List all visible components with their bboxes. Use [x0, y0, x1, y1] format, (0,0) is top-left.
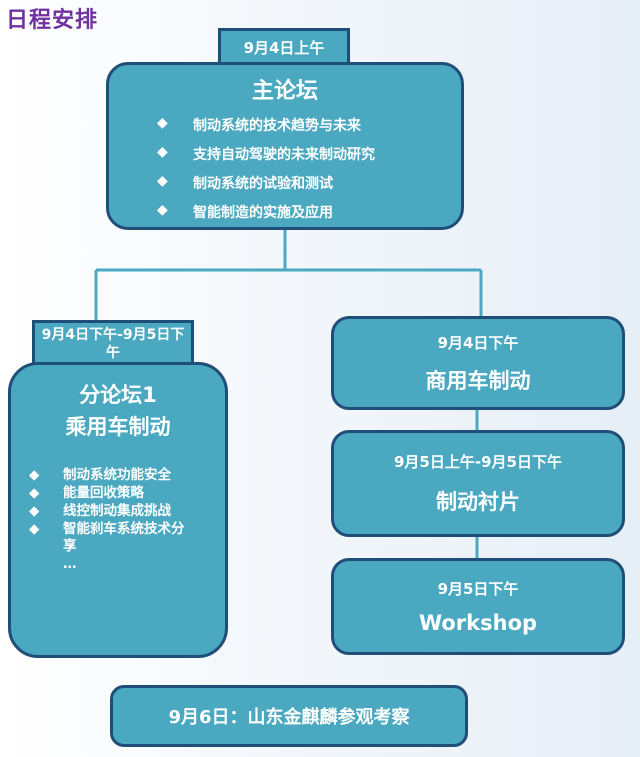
diamond-bullet-icon: ◆ [29, 485, 40, 501]
site-visit-text: 9月6日：山东金麒麟参观考察 [168, 707, 410, 728]
sub-forum-1-date: 9月4日下午-9月5日下午 [41, 327, 185, 361]
sub-forum-1-list: ◆ 制动系统功能安全 ◆ 能量回收策略 ◆ 线控制动集成挑战 ◆ 智能刹车系统技… [29, 467, 189, 573]
diamond-bullet-icon: ◆ [157, 202, 168, 218]
sub-forum-1-item: ◆ 智能刹车系统技术分享 [29, 521, 185, 554]
main-forum-box: 主论坛 ◆ 制动系统的技术趋势与未来 ◆ 支持自动驾驶的未来制动研究 ◆ 制动系… [106, 62, 464, 230]
diamond-bullet-icon: ◆ [157, 144, 168, 160]
workshop-topic: Workshop [418, 611, 538, 635]
workshop-date: 9月5日下午 [437, 580, 519, 598]
brake-lining-topic: 制动衬片 [436, 490, 520, 514]
commercial-vehicle-braking-topic: 商用车制动 [425, 368, 531, 393]
commercial-vehicle-braking-box: 9月4日下午 商用车制动 [331, 316, 625, 410]
sub-forum-1-more: … [63, 556, 77, 572]
main-forum-item: ◆ 支持自动驾驶的未来制动研究 [157, 144, 375, 163]
diamond-bullet-icon: ◆ [157, 115, 168, 131]
sub-forum-1-item: ◆ 能量回收策略 [29, 485, 144, 501]
main-forum-list: ◆ 制动系统的技术趋势与未来 ◆ 支持自动驾驶的未来制动研究 ◆ 制动系统的试验… [157, 115, 461, 231]
sub-forum-1-box: 分论坛1 乘用车制动 ◆ 制动系统功能安全 ◆ 能量回收策略 ◆ 线控制动集成挑… [8, 362, 228, 658]
sub-forum-1-heading-line1: 分论坛1 [79, 383, 157, 407]
diamond-bullet-icon: ◆ [157, 173, 168, 189]
site-visit-box: 9月6日：山东金麒麟参观考察 [110, 685, 468, 747]
main-forum-date-tab: 9月4日上午 [218, 28, 350, 66]
main-forum-item: ◆ 智能制造的实施及应用 [157, 202, 333, 221]
main-forum-date: 9月4日上午 [243, 38, 325, 57]
diamond-bullet-icon: ◆ [29, 521, 40, 537]
sub-forum-1-item: ◆ 制动系统功能安全 [29, 467, 171, 483]
workshop-box: 9月5日下午 Workshop [331, 558, 625, 655]
page-title: 日程安排 [6, 8, 99, 33]
commercial-vehicle-braking-date: 9月4日下午 [437, 333, 519, 352]
main-forum-item: ◆ 制动系统的试验和测试 [157, 173, 333, 192]
sub-forum-1-heading-line2: 乘用车制动 [65, 415, 171, 439]
diamond-bullet-icon: ◆ [29, 467, 40, 483]
brake-lining-date: 9月5日上午-9月5日下午 [394, 453, 562, 471]
diamond-bullet-icon: ◆ [29, 503, 40, 519]
sub-forum-1-date-tab: 9月4日下午-9月5日下午 [32, 320, 194, 368]
main-forum-item: ◆ 制动系统的技术趋势与未来 [157, 115, 361, 134]
sub-forum-1-item: ◆ 线控制动集成挑战 [29, 503, 171, 519]
main-forum-heading: 主论坛 [251, 79, 318, 104]
brake-lining-box: 9月5日上午-9月5日下午 制动衬片 [331, 430, 625, 537]
